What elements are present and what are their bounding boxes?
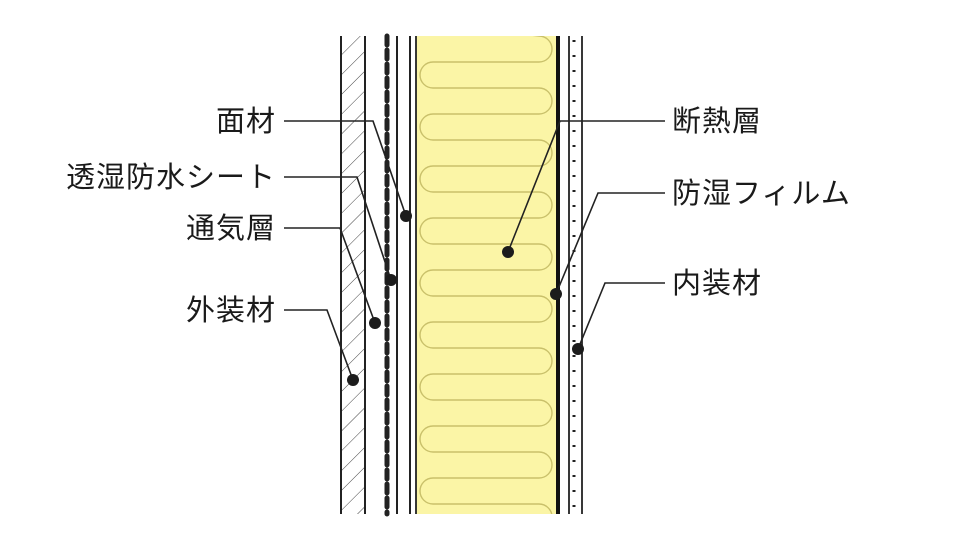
leader-vapor-barrier bbox=[555, 192, 665, 295]
label-vapor-barrier: 防湿フィルム bbox=[672, 176, 851, 210]
callout-dot-icon bbox=[385, 274, 397, 286]
callout-dot-icon bbox=[400, 210, 412, 222]
callout-dot-icon bbox=[572, 343, 584, 355]
label-air-gap: 通気層 bbox=[186, 211, 276, 245]
leaders-right bbox=[507, 120, 665, 350]
insulation-pattern bbox=[419, 36, 553, 514]
leader-insulation bbox=[507, 120, 665, 253]
leaders-left bbox=[284, 120, 407, 381]
facing-board-layer bbox=[396, 36, 411, 514]
label-membrane: 透湿防水シート bbox=[66, 160, 276, 194]
callout-dot-icon bbox=[369, 317, 381, 329]
callout-dot-icon bbox=[502, 246, 514, 258]
label-insulation: 断熱層 bbox=[672, 104, 762, 138]
label-facing: 面材 bbox=[216, 104, 276, 138]
interior-finish-layer bbox=[568, 36, 583, 514]
leader-membrane bbox=[284, 176, 392, 281]
insulation-layer bbox=[415, 36, 556, 514]
exterior-cladding-layer bbox=[340, 36, 366, 514]
callout-dots bbox=[347, 210, 584, 386]
callout-dot-icon bbox=[347, 374, 359, 386]
callout-dot-icon bbox=[550, 288, 562, 300]
leader-air-gap bbox=[284, 227, 376, 324]
leader-interior bbox=[577, 282, 665, 350]
labels: 面材 透湿防水シート 通気層 外装材 断熱層 防湿フィルム 内装材 bbox=[66, 104, 851, 327]
leader-cladding bbox=[284, 309, 354, 381]
leader-facing bbox=[284, 120, 407, 217]
label-interior: 内装材 bbox=[672, 266, 762, 300]
label-cladding: 外装材 bbox=[186, 293, 276, 327]
